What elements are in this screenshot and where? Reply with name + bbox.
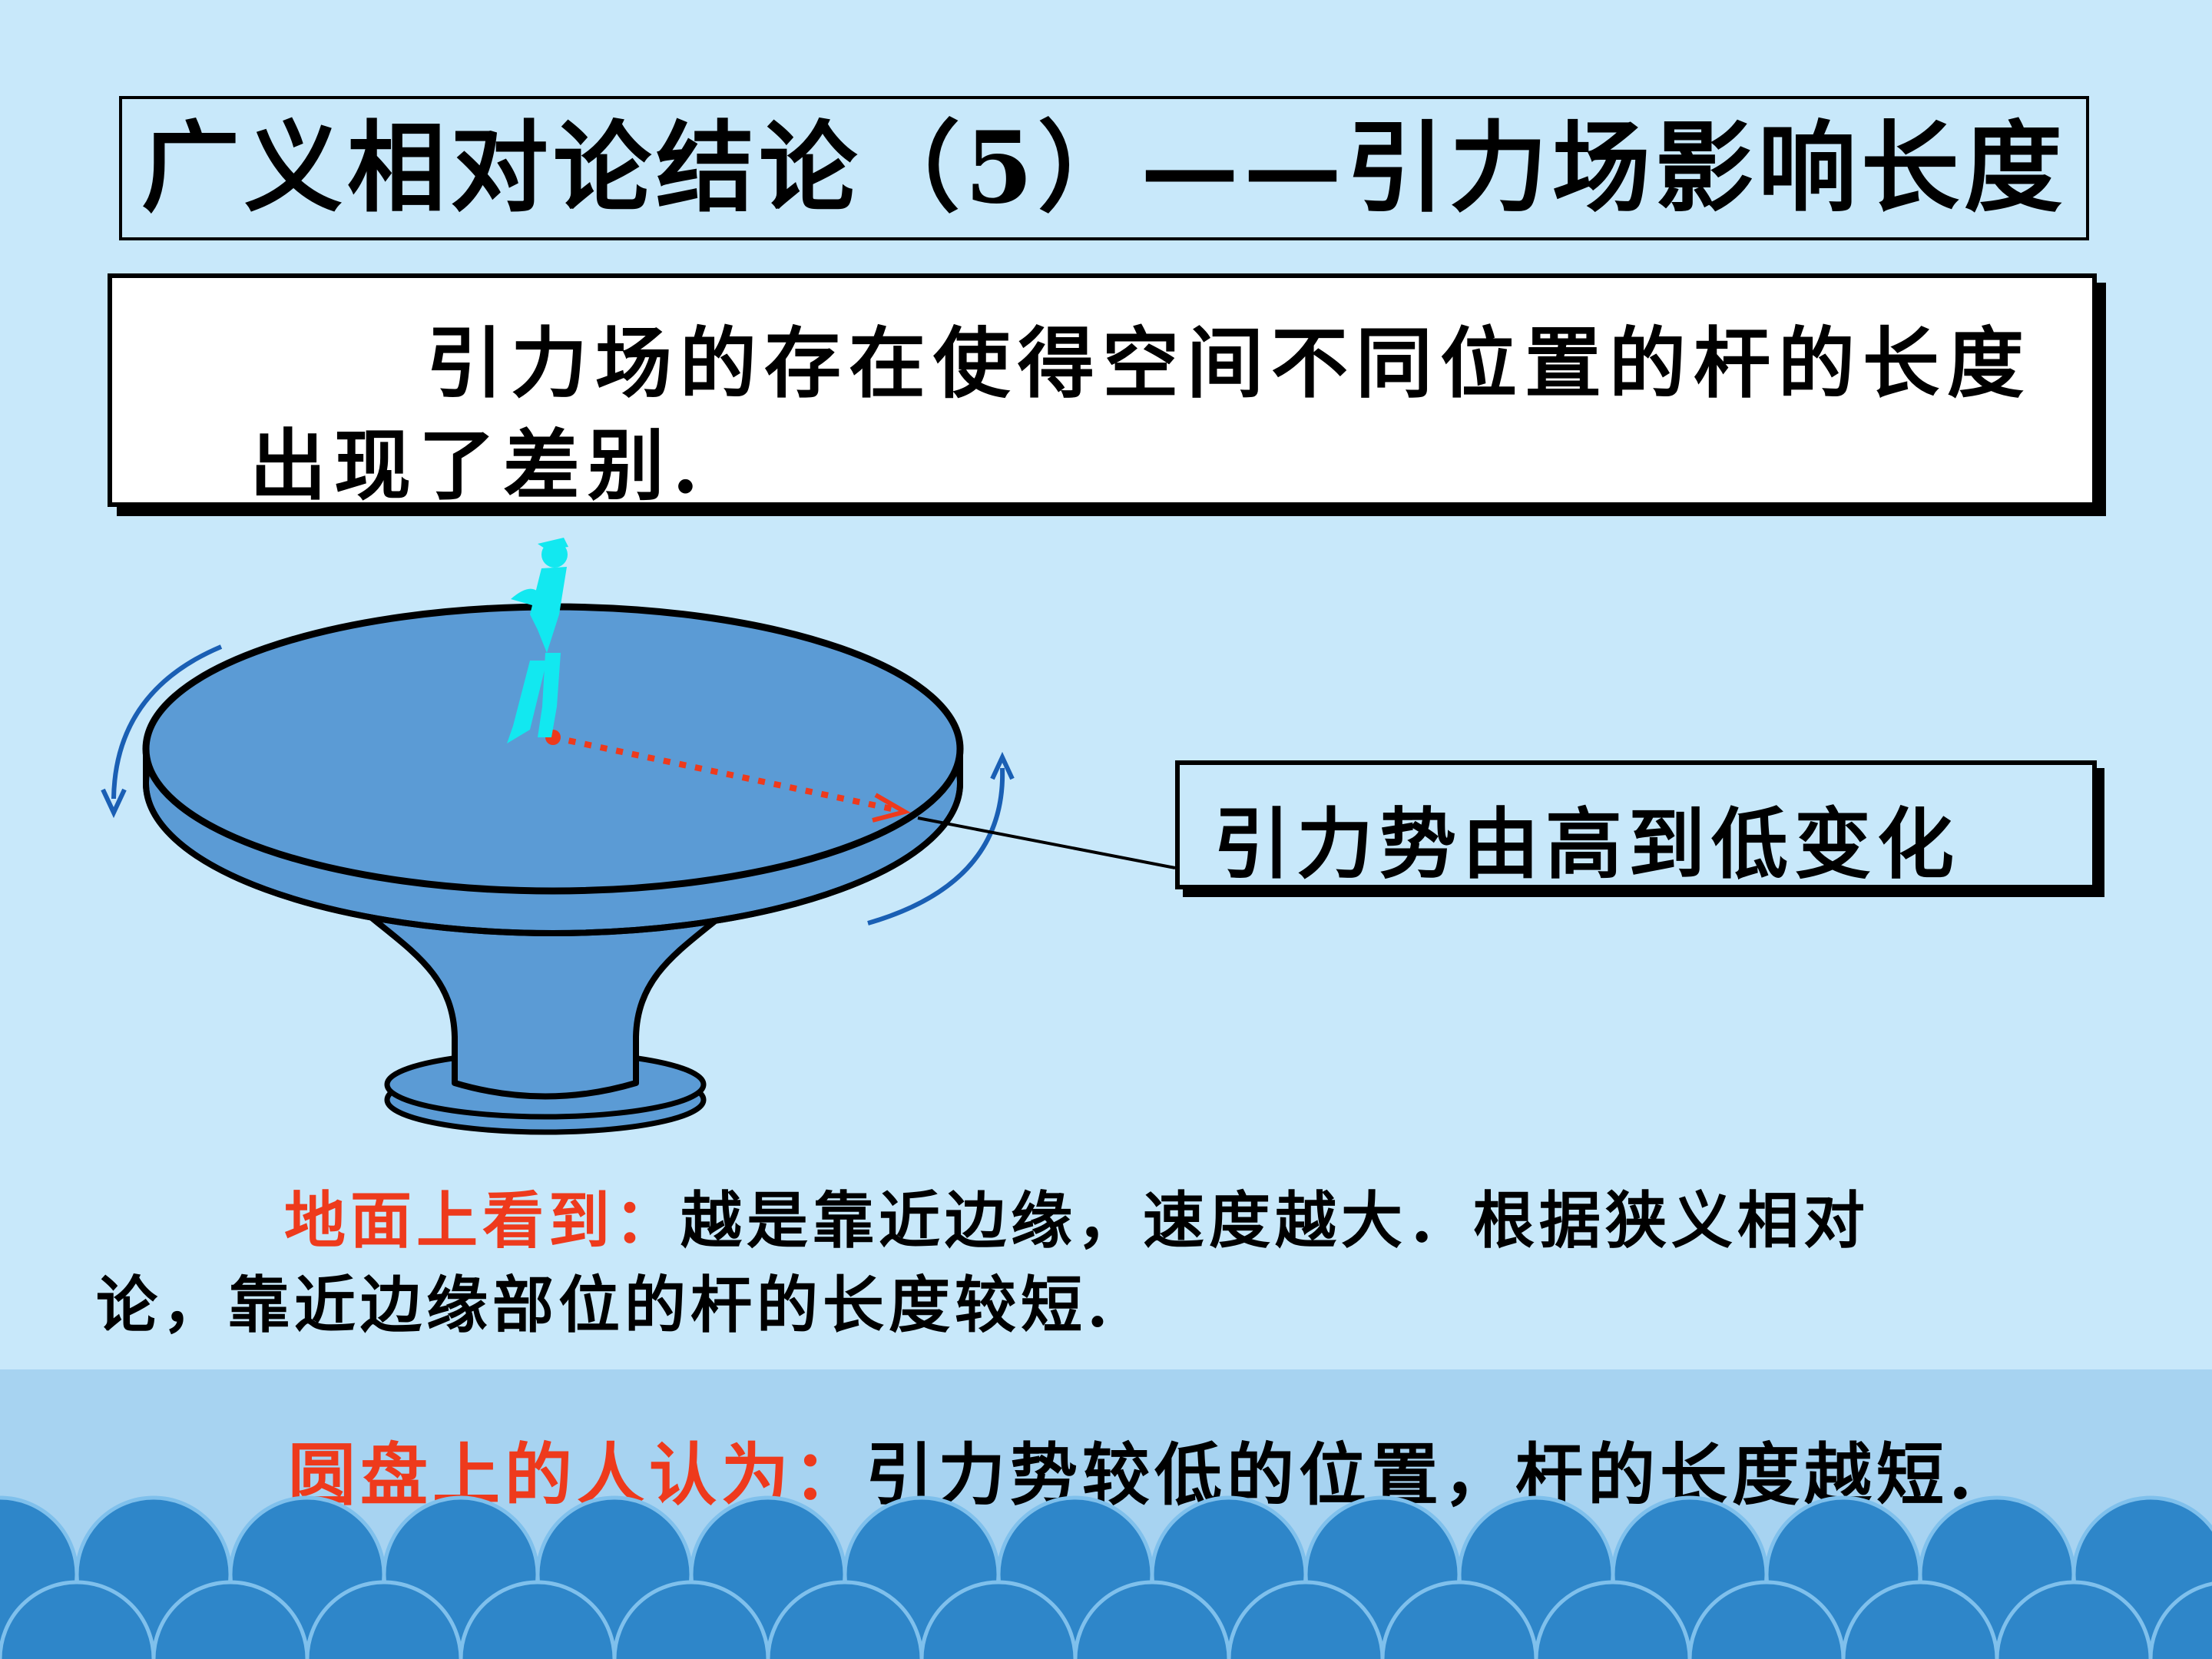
wave-scallop [1380, 1580, 1538, 1659]
wave-scallop [1534, 1580, 1692, 1659]
rotating-disk-illustration [101, 538, 1176, 1135]
radius-arrow [552, 734, 899, 813]
pedestal-stem [346, 896, 744, 1100]
intro-text-line-1: 引力场的存在使得空间不同位置的杆的长度 [426, 318, 2032, 409]
wave-scallop [612, 1580, 770, 1659]
title-frame [119, 96, 2089, 240]
slide-title: 广义相对论结论（5）——引力场影响长度 [141, 111, 2068, 226]
rotation-arrowhead-left [101, 788, 127, 819]
rotation-arrowhead-right [990, 751, 1015, 780]
ground-observer-text: 越是靠近边缘，速度越大．根据狭义相对 [680, 1184, 1869, 1257]
ground-observer-line-2: 论，靠近边缘部位的杆的长度较短. [96, 1269, 1113, 1341]
wave-row-front [0, 1580, 2212, 1659]
wave-scallop [151, 1580, 310, 1659]
wave-scallop [2148, 1581, 2212, 1659]
person-silhouette [507, 538, 568, 743]
rotation-arrow-left [111, 644, 223, 800]
wave-scallop [1073, 1580, 1231, 1659]
ground-observer-line-1: 地面上看到：越是靠近边缘，速度越大．根据狭义相对 [284, 1171, 1869, 1260]
disk-top [142, 603, 964, 895]
leader-line [917, 816, 1176, 869]
wave-scallop [766, 1580, 924, 1659]
wave-scallop [919, 1580, 1078, 1659]
radius-arrowhead [872, 793, 911, 823]
intro-text-line-2: 出现了差别. [250, 420, 707, 511]
wave-scallop [305, 1580, 463, 1659]
wave-scallop [1995, 1580, 2153, 1659]
wave-scallop [1687, 1580, 1846, 1659]
gravitational-potential-label: 引力势由高到低变化 [1214, 799, 1960, 889]
wave-scallop [1841, 1580, 1999, 1659]
rotation-arrow-right [867, 767, 1005, 926]
wave-scallop [0, 1580, 156, 1659]
intro-box [108, 273, 2097, 507]
ground-observer-prefix: 地面上看到： [284, 1184, 680, 1257]
label-box [1175, 760, 2097, 889]
wave-scallop [1227, 1580, 1385, 1659]
decorative-wave-pattern [0, 1495, 2212, 1659]
wave-scallop [459, 1580, 617, 1659]
